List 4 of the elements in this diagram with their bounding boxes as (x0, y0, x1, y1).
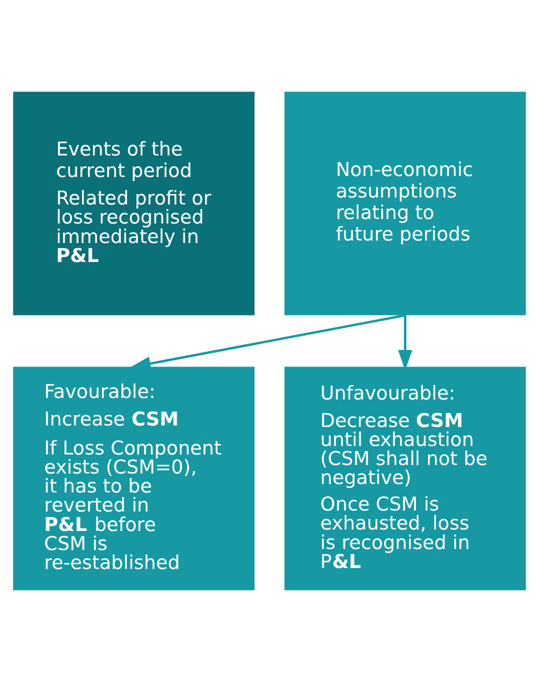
node-box: Unfavourable: Decrease CSM until exhaustion (CSM shall not be negative) Once CSM is exhausted, loss is recognised in P&L (284, 366, 526, 590)
node-box: Favourable: Increase CSM If Loss Component exists (CSM=0), it has to be reverted in P&L before CSM is re-established (13, 366, 255, 590)
node-box: Events of the current period Related profit or loss recognised immediately in P&L (13, 92, 255, 316)
node-box: Non-economic assumptions relating to future periods (284, 92, 526, 316)
